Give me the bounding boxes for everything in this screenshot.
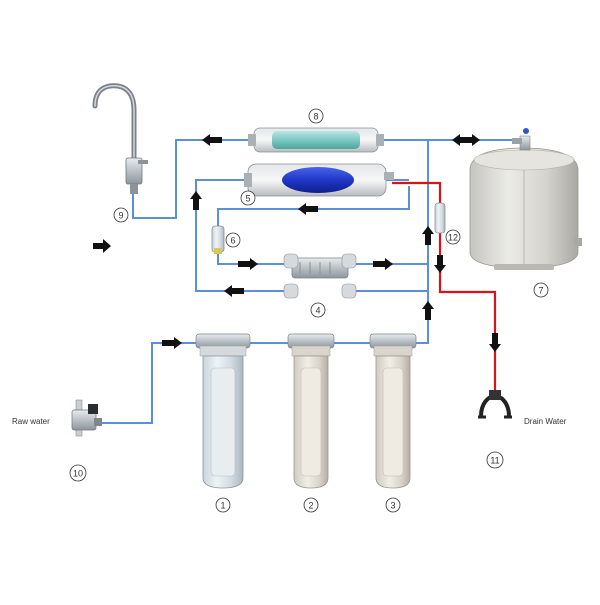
arrow-riser-up [422,226,434,245]
booster-pump: 4 [283,253,357,318]
marker-4: 4 [315,306,320,316]
pressure-tank: 7 [469,128,582,298]
arrow-standalone [93,239,111,253]
arrow-inlet [162,337,182,349]
marker-10: 10 [73,469,83,479]
drain-line [392,181,497,392]
arrow-valve-pump [238,258,258,270]
arrow-pump-right [373,258,393,270]
marker-3: 3 [390,501,395,511]
marker-2: 2 [308,501,313,511]
flow-restrictor: 12 [434,202,461,245]
filter-housing-1: 1 [195,333,251,513]
marker-6: 6 [230,236,235,246]
raw-water-label: Raw water [12,417,50,426]
marker-1: 1 [220,501,225,511]
inlet-valve: 6 [211,225,241,254]
line-inlet [100,342,205,424]
arrow-up-filter3 [422,301,434,320]
arrow-drain-down-2 [489,333,501,352]
post-filter-membrane: 8 [248,108,384,153]
arrow-up-left [190,191,202,210]
arrow-pump-left [224,285,244,297]
line-valve-pump [217,252,286,265]
ro-core-icon [282,167,354,193]
drain-saddle: Drain Water 11 [478,390,567,469]
marker-9: 9 [118,211,123,221]
marker-8: 8 [313,112,318,122]
drain-water-label: Drain Water [524,417,567,426]
marker-5: 5 [245,194,250,204]
arrow-loop-left [298,203,318,215]
filter-housing-3: 3 [369,333,417,513]
raw-water-inlet: Raw water 10 [12,399,102,482]
faucet: 9 [92,83,148,223]
ro-membrane: 5 [240,163,394,206]
marker-7: 7 [538,286,543,296]
arrow-to-faucet [202,134,222,146]
marker-12: 12 [448,233,458,243]
arrow-tank-bidirectional [452,134,480,146]
marker-11: 11 [490,456,499,466]
filter-housing-2: 2 [287,333,335,513]
flow-arrows [93,134,501,352]
flow-restrictor-icon [434,202,446,234]
arrow-drain-down-1 [434,255,446,273]
line-drain [392,181,497,392]
